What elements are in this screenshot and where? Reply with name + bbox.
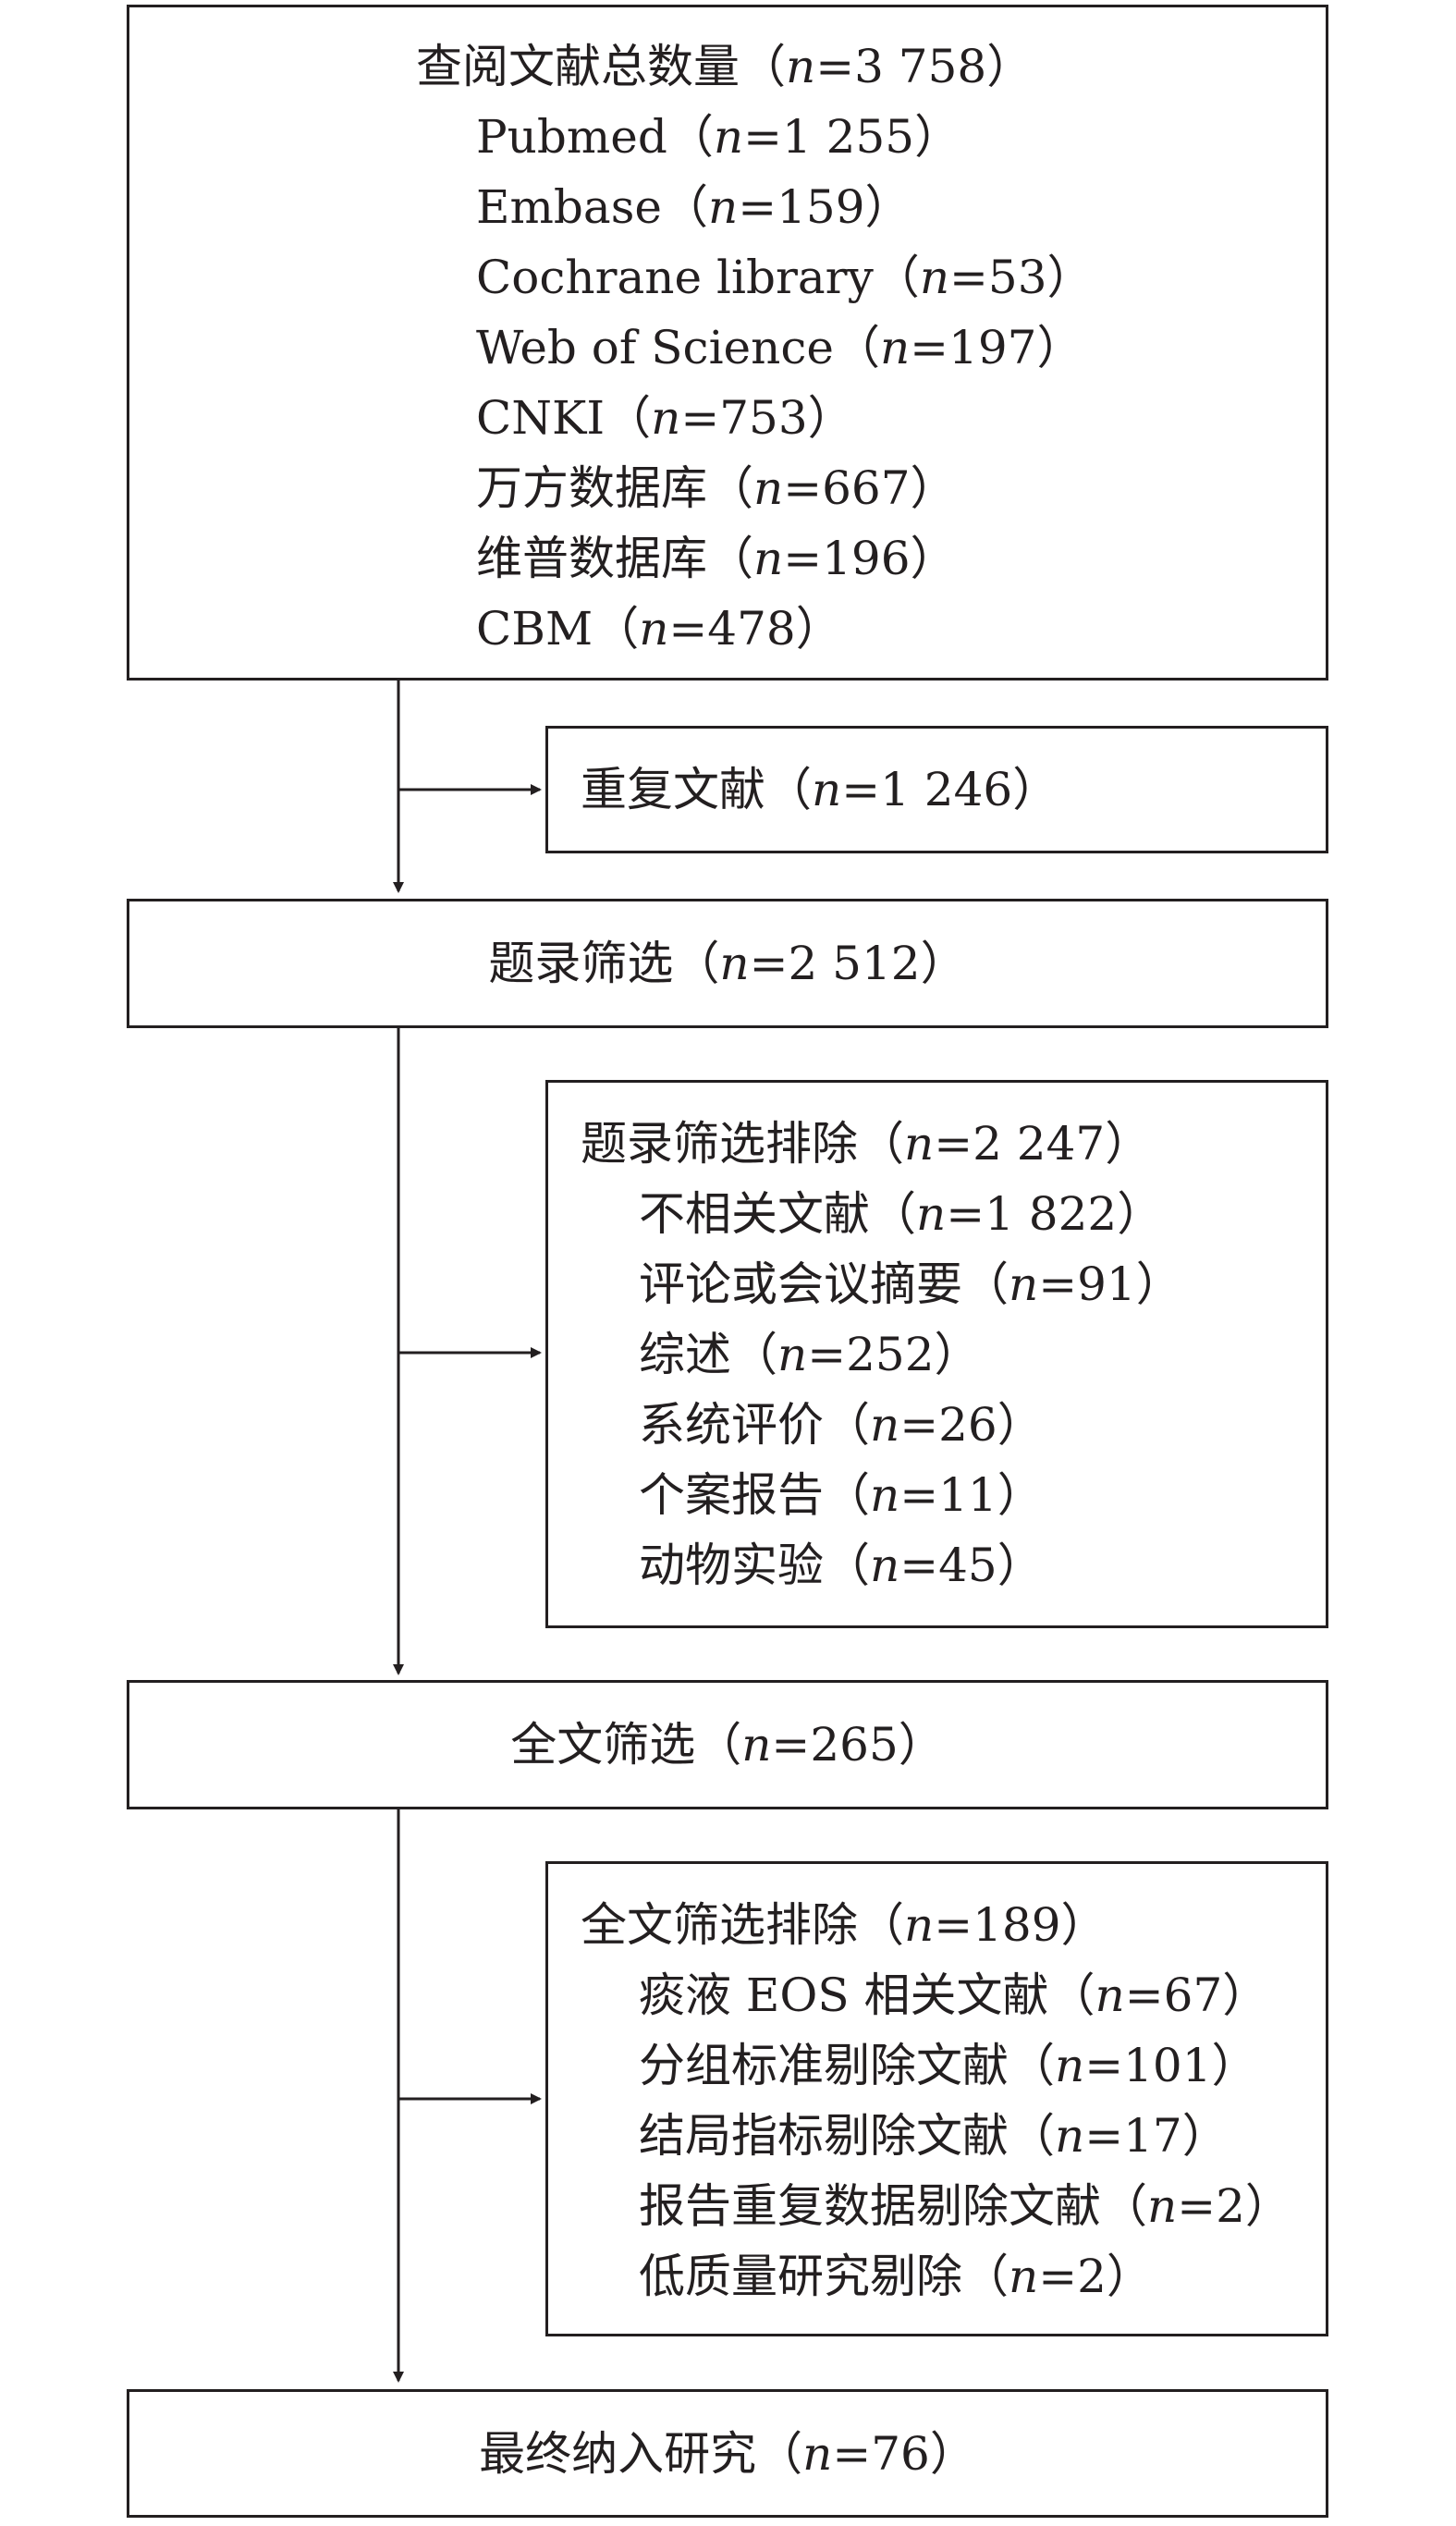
exclusion-reason: 不相关文献（n=1 822） bbox=[639, 1187, 1164, 1241]
exclusion-reason: 系统评价（n=26） bbox=[639, 1398, 1044, 1452]
identification-title: 查阅文献总数量（n=3 758） bbox=[416, 40, 1034, 93]
fulltext-screening-box: 全文筛选（n=265） bbox=[127, 1680, 1328, 1809]
exclusion-reason: 痰液 EOS 相关文献（n=67） bbox=[639, 1968, 1269, 2022]
identification-box: 查阅文献总数量（n=3 758） Pubmed（n=1 255） Embase（… bbox=[127, 5, 1328, 681]
duplicates-label: 重复文献（n=1 246） bbox=[581, 763, 1059, 816]
title-screening-label: 题录筛选（n=2 512） bbox=[488, 937, 967, 990]
exclusion-reason: 评论或会议摘要（n=91） bbox=[639, 1257, 1182, 1311]
exclusion-reason: 报告重复数据剔除文献（n=2） bbox=[639, 2179, 1291, 2233]
source-item: CNKI（n=753） bbox=[476, 391, 854, 445]
source-item: 万方数据库（n=667） bbox=[476, 461, 957, 515]
source-item: Web of Science（n=197） bbox=[476, 321, 1083, 374]
fulltext-exclusion-title: 全文筛选排除（n=189） bbox=[581, 1898, 1107, 1952]
exclusion-reason: 综述（n=252） bbox=[639, 1328, 981, 1381]
source-item: Embase（n=159） bbox=[476, 180, 912, 234]
exclusion-reason: 结局指标剔除文献（n=17） bbox=[639, 2109, 1229, 2163]
title-exclusion-box: 题录筛选排除（n=2 247） 不相关文献（n=1 822） 评论或会议摘要（n… bbox=[545, 1080, 1328, 1628]
title-screening-box: 题录筛选（n=2 512） bbox=[127, 899, 1328, 1028]
exclusion-reason: 动物实验（n=45） bbox=[639, 1539, 1044, 1592]
duplicates-box: 重复文献（n=1 246） bbox=[545, 726, 1328, 853]
included-box: 最终纳入研究（n=76） bbox=[127, 2389, 1328, 2518]
title-exclusion-title: 题录筛选排除（n=2 247） bbox=[581, 1117, 1152, 1171]
source-item: CBM（n=478） bbox=[476, 602, 842, 656]
included-label: 最终纳入研究（n=76） bbox=[479, 2426, 976, 2481]
exclusion-reason: 个案报告（n=11） bbox=[639, 1468, 1044, 1522]
exclusion-reason: 低质量研究剔除（n=2） bbox=[639, 2250, 1153, 2303]
source-item: Pubmed（n=1 255） bbox=[476, 110, 961, 164]
fulltext-screening-label: 全文筛选（n=265） bbox=[510, 1718, 945, 1772]
fulltext-exclusion-box: 全文筛选排除（n=189） 痰液 EOS 相关文献（n=67） 分组标准剔除文献… bbox=[545, 1861, 1328, 2336]
source-item: Cochrane library（n=53） bbox=[476, 251, 1094, 304]
source-item: 维普数据库（n=196） bbox=[476, 532, 957, 585]
exclusion-reason: 分组标准剔除文献（n=101） bbox=[639, 2039, 1258, 2092]
